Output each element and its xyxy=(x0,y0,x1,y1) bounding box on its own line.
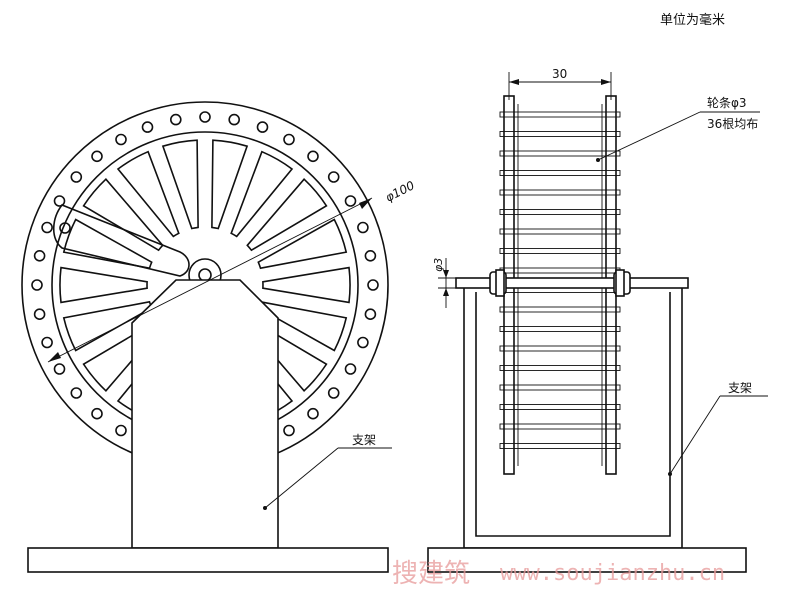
width-arrow-right xyxy=(601,79,611,85)
bucket-slot xyxy=(59,266,148,304)
spoke-bar xyxy=(499,150,621,157)
rim-hole xyxy=(31,279,43,291)
width-arrow-left xyxy=(509,79,519,85)
rim-hole xyxy=(41,336,53,349)
front-support-leader xyxy=(264,447,339,509)
bucket-slot xyxy=(262,266,351,304)
spoke-leader-dot xyxy=(596,158,600,162)
rim-hole xyxy=(53,363,66,375)
rim-hole xyxy=(33,308,46,321)
width-label: 30 xyxy=(552,67,567,81)
rim-hole xyxy=(115,424,127,437)
rim-hole xyxy=(327,171,340,183)
axle-arrow-top xyxy=(443,270,449,278)
unit-note: 单位为毫米 xyxy=(660,12,725,28)
spoke-bar xyxy=(499,209,621,215)
spoke-bar xyxy=(499,228,621,235)
rim-hole xyxy=(307,150,319,163)
spoke-bar xyxy=(499,306,621,313)
bucket-slot xyxy=(257,218,348,270)
diameter-dimension-line xyxy=(47,197,373,363)
rim-hole xyxy=(364,250,377,262)
watermark-cn: 搜建筑 xyxy=(392,559,470,589)
rim-hole xyxy=(170,113,182,126)
spoke-bar xyxy=(499,131,621,137)
hub-left-cap xyxy=(495,269,505,297)
spoke-bar xyxy=(499,248,621,254)
front-base xyxy=(27,547,389,573)
spoke-bar xyxy=(499,189,621,196)
watermark-url: www.soujianzhu.cn xyxy=(500,561,725,586)
bucket-slot xyxy=(82,178,164,252)
rim-hole xyxy=(344,363,357,375)
rim-hole xyxy=(364,308,377,321)
front-support-leader-dot xyxy=(263,506,267,510)
side-support-outer xyxy=(463,288,683,549)
side-support-label: 支架 xyxy=(728,381,752,395)
rim-hole xyxy=(367,279,379,291)
rim-hole xyxy=(115,133,127,146)
bucket-slot xyxy=(211,139,249,230)
crank-arm xyxy=(52,204,190,277)
spoke-bar xyxy=(499,111,621,118)
rim-hole xyxy=(357,221,369,234)
rim-hole xyxy=(283,424,295,437)
spoke-bar xyxy=(499,326,621,332)
rim-hole xyxy=(70,387,83,399)
rim-hole xyxy=(70,171,83,183)
rim-hole xyxy=(357,336,369,349)
rim-hole xyxy=(344,195,357,207)
spoke-label-line1: 轮条φ3 xyxy=(707,96,747,110)
axle xyxy=(455,277,689,289)
axle-arrow-bottom xyxy=(443,288,449,296)
front-support xyxy=(131,279,279,549)
rim-hole xyxy=(228,113,240,126)
diameter-label: φ100 xyxy=(383,178,417,205)
side-support-leader xyxy=(669,395,721,475)
side-base xyxy=(427,547,747,573)
spoke-bar xyxy=(499,345,621,352)
bucket-slot xyxy=(161,139,199,230)
bucket-slot xyxy=(230,150,294,238)
axle-label: φ3 xyxy=(432,258,445,272)
rim-hole xyxy=(53,195,66,207)
rim-hole xyxy=(199,111,211,123)
hub-right-cap xyxy=(615,269,625,297)
front-view: φ100 支架 xyxy=(21,101,417,573)
rim-hole xyxy=(256,121,269,133)
rim-hole xyxy=(91,407,103,420)
spoke-bar xyxy=(499,423,621,430)
rim-hole xyxy=(33,250,46,262)
bucket-slot xyxy=(116,150,180,238)
bucket-slot xyxy=(246,178,328,252)
rim-hole xyxy=(327,387,340,399)
side-support-leader-dot xyxy=(668,472,672,476)
spoke-leader xyxy=(597,111,701,161)
side-support-inner xyxy=(475,292,671,537)
bucket-slot xyxy=(62,218,153,270)
rim-hole xyxy=(41,221,53,234)
rim-hole xyxy=(307,407,319,420)
side-spokes xyxy=(499,111,621,449)
diameter-arrow-left xyxy=(48,352,61,362)
spoke-bar xyxy=(499,404,621,410)
spoke-bar xyxy=(499,365,621,371)
spoke-bar xyxy=(499,170,621,176)
spoke-label-line2: 36根均布 xyxy=(707,117,758,131)
spoke-bar xyxy=(499,443,621,449)
front-support-label: 支架 xyxy=(352,433,376,447)
side-view: 30 φ3 轮条φ3 36根均布 支架 xyxy=(427,67,768,573)
diameter-arrow-right xyxy=(359,198,372,209)
rim-hole xyxy=(283,133,295,146)
spoke-bar xyxy=(499,384,621,391)
rim-hole xyxy=(91,150,103,163)
crank-pin xyxy=(59,222,71,234)
rim-hole xyxy=(141,121,154,133)
